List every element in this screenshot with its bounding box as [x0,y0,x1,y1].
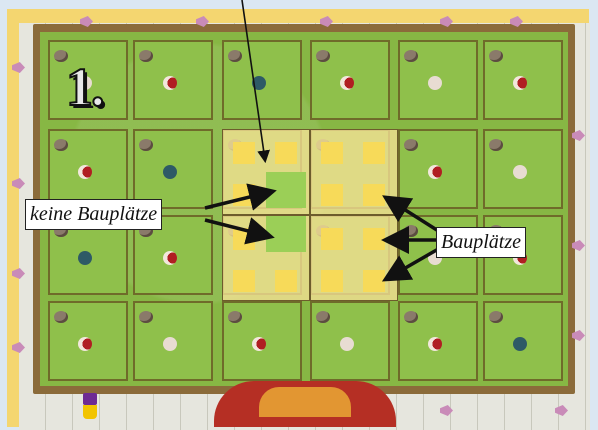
arrow-no-build-2 [205,220,268,236]
farm-banner [214,381,396,427]
arrow-no-build-1 [205,192,270,208]
no-building-sites-label: keine Bauplätze [25,199,162,230]
arrow-top-pointer [242,0,265,160]
building-sites-label: Bauplätze [436,227,526,258]
arrow-build-1 [388,199,440,232]
player-cylinder-icon[interactable] [83,393,97,419]
arrow-build-3 [388,248,440,278]
